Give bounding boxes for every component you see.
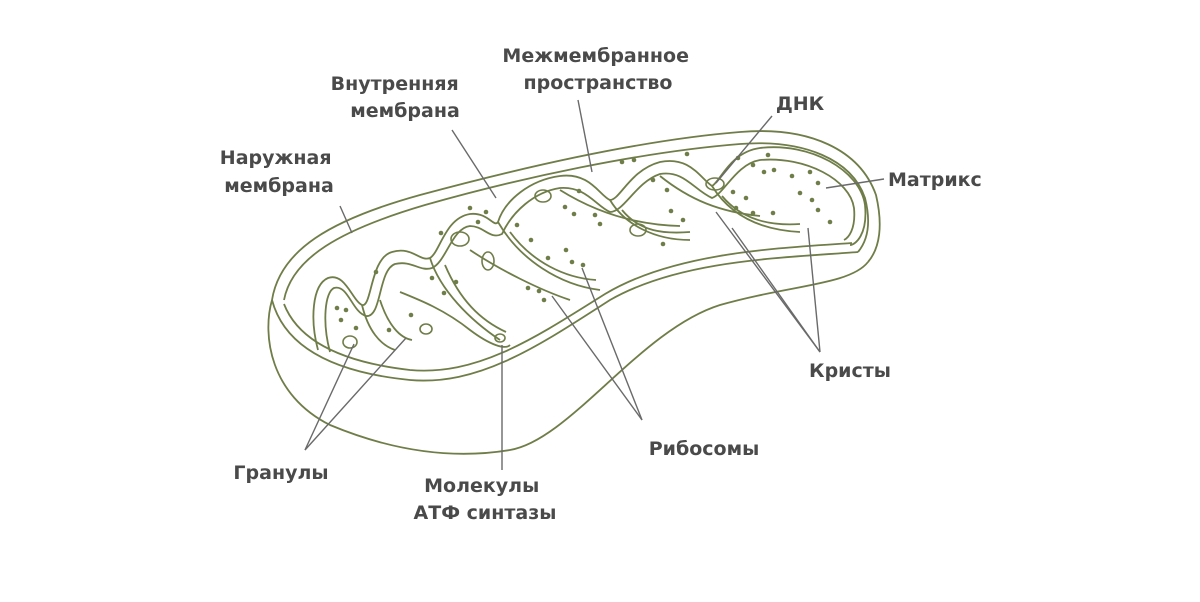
outer-membrane-shape [267,130,881,455]
leader-matrix [825,178,885,189]
label-outer-membrane-line2: мембрана [224,175,334,197]
leader-granules-2 [304,337,407,451]
leader-cristae-2 [715,211,821,353]
label-inner-membrane-line1: Внутренняя [331,73,459,95]
label-ribosomes: Рибосомы [649,438,760,460]
labels: Наружная мембрана Внутренняя мембрана Ме… [220,45,982,524]
ribosome-dots [334,151,833,333]
label-dna: ДНК [776,93,825,115]
granules-shapes [342,177,725,349]
leader-ribosomes-2 [581,267,643,421]
label-outer-membrane-line1: Наружная [220,147,332,169]
leader-inner-membrane [451,129,497,199]
label-cristae: Кристы [809,360,891,382]
label-atp-line2: АТФ синтазы [414,502,557,524]
label-inner-membrane: Внутренняя мембрана [331,73,466,122]
label-atp-synthase: Молекулы АТФ синтазы [414,475,557,524]
leader-lines [304,99,885,470]
leader-granules-1 [304,343,355,451]
label-inner-membrane-line2: мембрана [350,100,460,122]
inner-membrane-shape [312,146,867,353]
label-intermembrane-space: Межмембранное пространство [502,45,695,94]
leader-ribosomes-1 [551,295,643,421]
leader-intermembrane [577,99,593,173]
label-intermembrane-line1: Межмембранное [502,45,689,67]
label-granules: Гранулы [233,462,328,484]
label-outer-membrane: Наружная мембрана [220,147,338,197]
label-intermembrane-line2: пространство [524,72,673,94]
leader-cristae-3 [807,227,821,353]
leader-outer-membrane [339,205,353,234]
label-atp-line1: Молекулы [424,475,539,497]
leader-dna [715,115,773,184]
label-matrix: Матрикс [888,169,982,191]
